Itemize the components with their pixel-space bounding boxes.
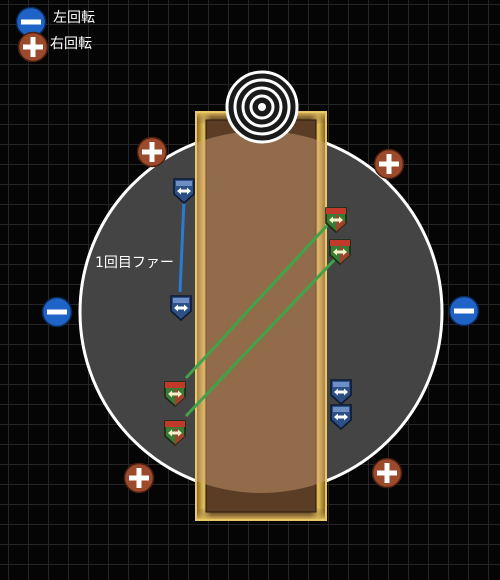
green-path-line-lower [184,254,340,418]
legend-plus-circle-icon [17,31,49,63]
plus-circle-icon [123,462,155,494]
plus-circle-icon [373,148,405,180]
legend-rotate-left-label: 左回転 [53,10,95,26]
legend-rotate-right-label: 右回転 [50,36,92,52]
blue-path-line [178,199,186,293]
green-path-line-upper [184,216,336,380]
plus-circle-icon [136,136,168,168]
concentric-rings-icon [225,70,299,144]
platform [195,111,327,521]
first-far-label: 1回目ファー [95,255,174,271]
plus-circle-icon [371,457,403,489]
minus-circle-icon [41,296,73,328]
minus-circle-icon [448,295,480,327]
